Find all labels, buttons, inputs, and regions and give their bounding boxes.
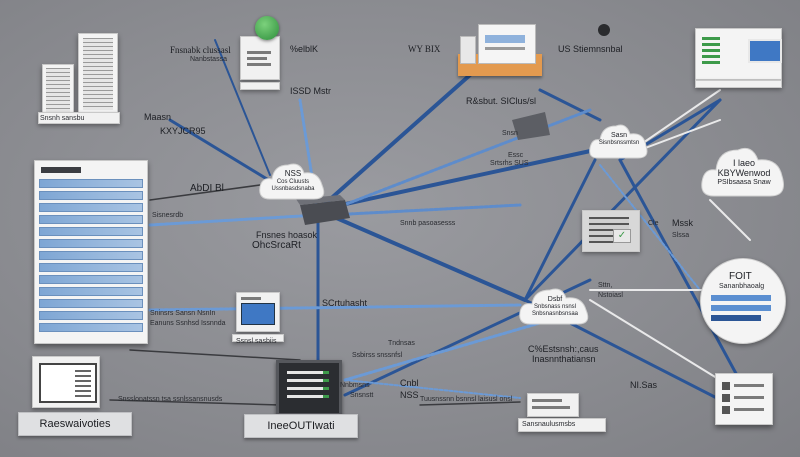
black-dot-icon	[598, 24, 610, 36]
label-center-1: Fnsnes hoasok	[256, 230, 318, 240]
label-left-srv2: Eanuns Ssnhsd Issnnda	[150, 320, 226, 327]
circle-node-title: FOIT	[729, 271, 752, 282]
label-left-box-cap: Ssnsl sasbiis	[236, 338, 277, 345]
rack-server-right	[695, 28, 782, 80]
label-top-right: US Stiemnsnbal	[558, 44, 623, 54]
cloud-sasn-line1: Sisnbsnssmtsn	[598, 140, 640, 146]
label-top-wan: WY BIX	[408, 44, 441, 54]
label-bottom-right: NI.Sas	[630, 380, 658, 390]
label-left-srv: Sninsrs Sansn NsnIn	[150, 310, 216, 317]
cloud-nss-title: NSS	[284, 169, 302, 178]
label-bottom-4: NSS	[400, 390, 419, 400]
circle-node-line1: Sananbhaoalg	[719, 283, 765, 290]
cloud-right: I laeo KBYWenwod PSIbsaasa Snaw	[700, 138, 788, 200]
cloud-dsbf-line1: Snbsnass nsnsl	[533, 304, 577, 310]
label-bottom-5: Snsslonatssn tsa ssnlssansnusds	[118, 396, 223, 403]
cloud-nss-line2: Ussnbasdsnaba	[271, 186, 315, 192]
bottom-mini-base	[518, 418, 606, 432]
label-center-3: SCrtuhasht	[322, 298, 368, 308]
label-lower-4: Ssbirss snssnfsl	[352, 352, 403, 359]
rack-server-right-base	[695, 80, 782, 88]
core-switch-icon	[296, 112, 550, 225]
bottom-right-server	[715, 373, 773, 425]
label-left-3: Nnbmsns	[340, 382, 370, 389]
label-lower-1: Sttn,	[598, 282, 613, 289]
cloud-dsbf-line2: Snbsnasnbsnsaa	[531, 311, 579, 317]
label-left-m2: KXYJCR95	[160, 126, 206, 136]
tall-server-rack	[34, 160, 148, 344]
label-left-adcl: AbDI Bl	[190, 183, 224, 194]
label-mid-right-3: Srtsrhs SUS	[490, 160, 529, 167]
cloud-nss: NSS Cos Cluusts Ussnbasdsnaba	[258, 155, 328, 203]
cloud-sasn-title: Sasn	[611, 132, 627, 139]
central-monitor	[276, 360, 342, 416]
label-right-hsd: Mssk	[672, 218, 693, 228]
cloud-right-line2: PSIbsaasa Snaw	[717, 179, 771, 186]
small-laptop-base	[232, 334, 284, 342]
bottom-mini-rack	[527, 393, 579, 417]
label-top-left-2: Nanbstassa	[190, 56, 227, 63]
orange-workstation-icon	[458, 24, 542, 76]
label-top-mid: %elblK	[290, 44, 319, 54]
label-left-m1: Maasn	[144, 112, 172, 122]
label-bottom-3: Cnbl	[400, 378, 419, 388]
label-center-2: OhcSrcaRt	[252, 240, 301, 251]
building-base	[38, 112, 120, 124]
label-bottom-1: C%Estsnsh:,caus	[528, 344, 599, 354]
label-top-left-1: Fnsnabk clussasl	[170, 45, 231, 55]
green-device-card	[240, 36, 280, 80]
label-right-small2: Slssa	[672, 232, 690, 239]
cloud-dsbf: Dsbf Snbsnass nsnsl Snbsnasnbsnsaa	[518, 282, 592, 328]
green-globe-icon	[255, 16, 279, 40]
left-top-caption: Snsnh sansbu	[40, 115, 85, 122]
server-building-icon-2	[42, 64, 74, 116]
left-monitor	[32, 356, 100, 408]
cloud-nss-line1: Cos Cluusts	[276, 179, 310, 185]
label-bottom-6: Tuusnssnn bsnnsl laisusl onsl	[420, 396, 513, 403]
label-mid-top: ISSD Mstr	[290, 86, 332, 96]
label-mid-top2: R&sbut. SIClus/sl	[466, 96, 537, 106]
cloud-right-title: I laeo	[732, 158, 756, 168]
circle-node: FOIT Sananbhaoalg	[700, 258, 786, 344]
label-bottom-7: Sansnaulusmsbs	[522, 421, 576, 428]
cloud-sasn: Sasn Sisnbsnssmtsn	[588, 118, 650, 162]
label-right-small1: Cle	[648, 220, 659, 227]
checkbox-panel: ✓	[582, 210, 640, 252]
server-building-icon	[78, 33, 118, 115]
label-mid-right-1: Snsn	[502, 130, 518, 137]
green-device-base	[240, 82, 280, 90]
cloud-dsbf-title: Dsbf	[547, 296, 563, 303]
label-mid-right-2: Essc	[508, 152, 524, 159]
label-left-sw: Sisnesrdb	[152, 212, 184, 219]
label-bottom-2: Inasnnthatiansn	[532, 354, 596, 364]
label-lower-3: Tndnsas	[388, 340, 415, 347]
label-mid-right-4: Snnb pasoasesss	[400, 220, 456, 227]
center-plate: IneeOUTIwati	[244, 414, 358, 438]
small-laptop	[236, 292, 280, 332]
label-left-4: Snsnstt	[350, 392, 374, 399]
cloud-right-line1: KBYWenwod	[717, 168, 771, 178]
label-lower-2: Nstoiasl	[598, 292, 623, 299]
left-plate: Raeswaivoties	[18, 412, 132, 436]
